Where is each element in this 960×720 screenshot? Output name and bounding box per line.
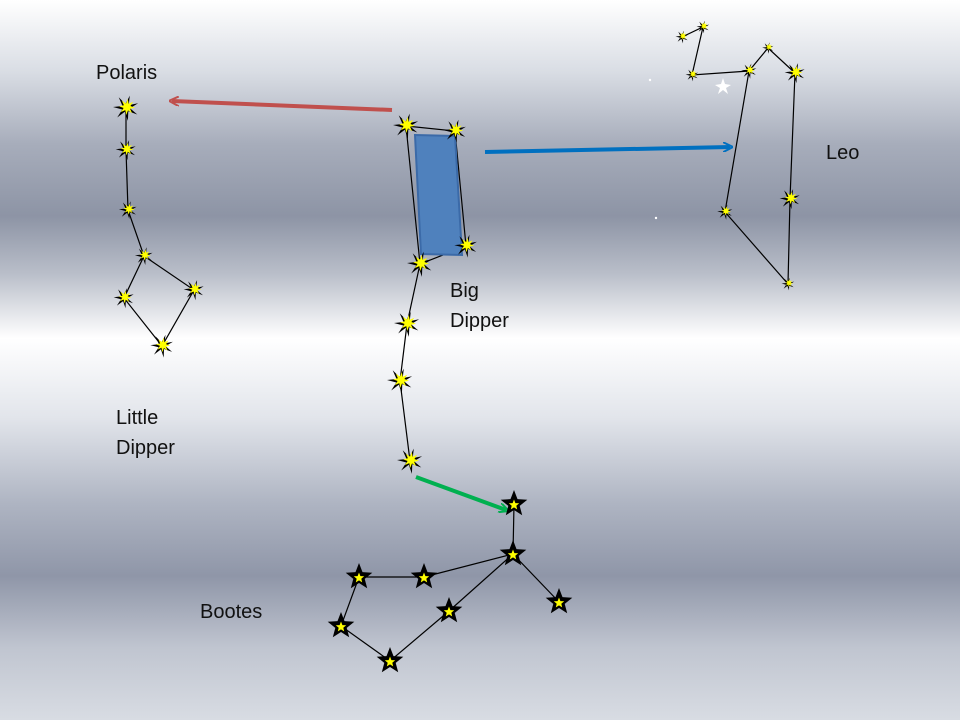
bright-white-star [715,78,731,94]
label-little-dipper: Little Dipper [116,403,175,463]
arrow-to-polaris [172,101,393,112]
label-polaris: Polaris [96,62,158,84]
leo-stars [675,20,805,291]
leo-lines [681,25,796,286]
arrow-to-bootes [415,475,506,510]
little-dipper-star [113,288,134,309]
label-little-dipper-line1: Little [116,407,159,429]
leo-star [741,63,757,79]
bootes-star [327,612,355,638]
bootes-stars [327,490,573,673]
big-dipper-stars [387,113,477,474]
leo-star [762,42,774,54]
big-dipper-bowl [413,133,464,257]
faint-star [648,78,652,82]
bootes-star [500,490,528,516]
label-big-dipper-line1: Big [450,280,479,302]
leo-star [685,68,699,82]
little-dipper-star [150,334,173,358]
bootes-star [410,563,438,589]
bootes-lines [340,503,560,662]
leo-star [675,30,689,44]
label-big-dipper: Big Dipper [450,276,509,336]
label-big-dipper-line2: Dipper [450,310,509,332]
little-dipper-star [134,247,153,265]
big-dipper-star [387,368,413,394]
little-dipper-star [183,280,204,301]
little-dipper-stars [113,95,204,358]
leo-star [781,277,795,291]
leo-star [696,20,710,34]
label-little-dipper-line2: Dipper [116,437,175,459]
little-dipper-star [115,140,136,161]
little-dipper-star [118,201,137,219]
little-dipper-lines [123,108,195,348]
leo-star [779,189,800,210]
bootes-star [345,563,373,589]
leo-star [717,204,733,220]
bootes-star [376,647,404,673]
leo-star [784,63,805,84]
bootes-star [435,597,463,623]
big-dipper-star [397,448,423,474]
big-dipper-star [443,119,466,143]
big-dipper-star [407,251,433,277]
arrow-to-leo [484,147,730,154]
faint-star [654,216,658,220]
big-dipper-star [454,234,477,258]
polaris-star [113,95,139,121]
big-dipper-star [393,113,419,139]
big-dipper-star [394,311,420,337]
label-bootes: Bootes [200,601,263,623]
bootes-star [545,588,573,614]
label-leo: Leo [826,142,860,164]
bootes-star [499,540,527,566]
